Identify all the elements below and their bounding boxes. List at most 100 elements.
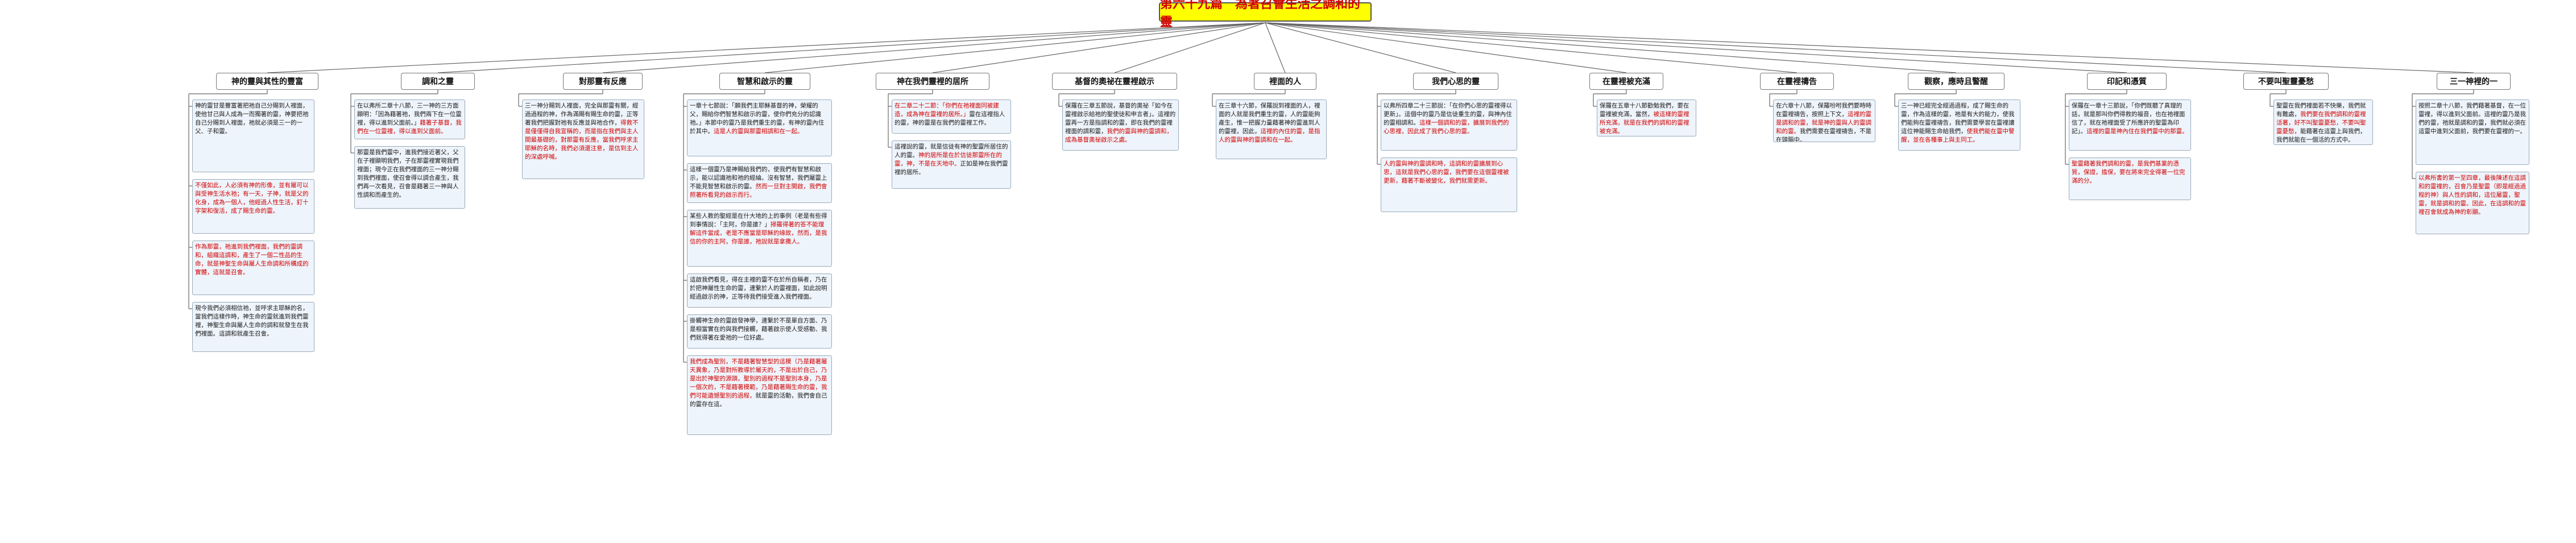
note-box: 保羅在五章十八節勸勉我們，要在靈裡被充滿，當然，被這樣的靈裡所充滿，就是在我們的… [1597, 100, 1696, 136]
note-box: 這裡說的靈，就是信徒有神的聖靈所居住的人的靈。神的居所是在於信徒那靈所在的靈，神… [892, 140, 1011, 189]
note-text: 然而一旦對主開啟，我們會照著所看見的啟示而行。 [690, 183, 827, 198]
note-text: 正如是神在我們靈裡的居所。 [894, 160, 1008, 176]
note-text: 被這樣的靈裡所充滿，就是在我們的調和的靈裡被充滿。 [1600, 111, 1689, 135]
note-box: 某些人教的聖經是在什大地的上的事例（老是有些得到事情說：「主阿，你是誰？」掃羅得… [687, 210, 832, 267]
note-text: 神的靈甘是豐富著把祂自己分賜到人裡面，使他甘己與人成為一而獨著的靈， [195, 102, 309, 118]
note-text: 三一神分賜到人裡面，完全與那靈有關，經過過程的神，作為滿賜有賜生命的靈，正等著我… [525, 102, 639, 126]
note-text: 掛觸神生命的靈啟發神學，連繫於不是單自方面、乃是相當實在的與我們接觸，藉著啟示使… [690, 317, 827, 341]
note-box: 聖靈藉著我們調和的靈，是我們基業的憑質，保證，擔保，要在將來完全得著一位完滿的分… [2069, 157, 2191, 200]
note-text: 在六章十八節，保羅吩咐我們要時時在靈裡禱告，按照上下文， [1776, 102, 1871, 118]
note-box: 作為那靈，祂進到我們裡面，我們的靈調和，組織這調和，產生了一個二性品的生命，就是… [192, 241, 314, 295]
topic-node[interactable]: 對那靈有反應 [563, 73, 643, 90]
note-box: 一章十七節說：「願我們主耶穌基督的神，榮耀的父，賜給你們智慧和啟示的靈，使你們充… [687, 100, 832, 156]
note-box: 在以弗所二章十八節，三一神的三方面顯明：「因為藉著祂，我們兩下在一位靈裡，得以進… [354, 100, 465, 139]
note-box: 那靈是我們靈中，進我們接近著父，父在子裡顯明我們，子在那靈裡實現我們裡面；現今正… [354, 146, 465, 209]
connector-line [1265, 22, 2474, 73]
note-box: 以弗所四章二十三節說：「在你們心思的靈裡得以更新」。這個中的靈乃是信徒重生的靈，… [1381, 100, 1517, 151]
topic-node[interactable]: 神的靈與其性的豐富 [216, 73, 318, 90]
note-text: 一章十七節說：「願我們主耶穌基督的神，榮耀的父，賜給你們智慧和啟示的靈，使你們充… [690, 102, 825, 135]
connector-line [1265, 22, 1627, 73]
note-box: 我們成為聖別，不是藉著智慧型的這模（乃是藉著屬天異象，乃是對所教導於屬天的，不是… [687, 355, 832, 435]
connector-line [437, 22, 1266, 73]
note-text: 我們成為聖別，不是藉著智慧型的這模（乃是藉著屬天異象，乃是對所教導於屬天的，不是… [690, 358, 827, 399]
note-box: 以弗所書的第一至四章，最後陳述在這調和的靈裡的，召會乃是聖靈（即是經過過程的神）… [2416, 172, 2529, 234]
note-box: 在六章十八節，保羅吩咐我們要時時在靈裡禱告，按照上下文，這裡的靈是調和的靈，就是… [1773, 100, 1875, 142]
note-text: 這樣一個靈乃是神賜給我們的，使我們有智慧和啟示，能以認識祂和祂的經綸。沒有智慧，… [690, 166, 827, 190]
note-text: 在三章十六節，保羅說到裡面的人，裡面的人就是我們重生的靈，人的靈能夠產生，惟一把… [1219, 102, 1320, 135]
note-box: 在三章十六節，保羅說到裡面的人，裡面的人就是我們重生的靈，人的靈能夠產生，惟一把… [1216, 100, 1327, 159]
connector-line [1265, 22, 1798, 73]
note-text: 這是人的靈與那靈相調和在一起。 [714, 128, 804, 135]
note-text: 三一神已經完全經過過程，成了賜生命的靈，作為這樣的靈，祂是有大的能力，使我們能夠… [1901, 102, 2015, 135]
connector-line [602, 22, 1266, 73]
note-text: 就是靈的活動，我們會自己的靈存在這。 [690, 392, 827, 408]
note-text: 那靈是我們靈中，進我們接近著父，父在子裡顯明我們，子在那靈裡實現我們裡面；現今正… [357, 149, 459, 198]
topic-node[interactable]: 在靈裡被充滿 [1589, 73, 1663, 90]
connector-line [1265, 22, 2127, 73]
connector-line [1265, 22, 1286, 73]
page-title: 第六十九篇 為著召會生活之調和的靈 [1159, 0, 1372, 30]
connector-line [1265, 22, 1456, 73]
note-text: 現今我們必須相信祂，並呼求主耶穌的名，當我們這樣作時，神生命的靈就進到我們靈裡，… [195, 305, 309, 337]
note-text: 靈在這裡指人的靈，神的靈是在我們的靈裡工作。 [894, 111, 1005, 126]
note-text: 以弗所四章二十三節說：「在你們心思的靈裡得以更新」。這個中的靈乃是信徒重生的靈，… [1384, 102, 1512, 126]
note-text: 保羅在一章十三節說，「你們既聽了真理的話，就是那叫你們得救的福音，也在祂裡面信了… [2072, 102, 2185, 135]
note-text: 我們要在我們調和的靈裡活著，好不叫聖靈憂愁，不要叫聖靈憂愁， [2276, 111, 2366, 135]
topic-node[interactable]: 神在我們靈裡的居所 [876, 73, 989, 90]
connector-line [267, 22, 1266, 73]
note-text: 人的靈與神的靈調和時，這調和的靈擴展到心思，這就是我們心思的靈，我們要在這個靈裡… [1384, 160, 1509, 184]
topic-node[interactable]: 在靈裡禱告 [1760, 73, 1834, 90]
topic-node[interactable]: 印記和憑質 [2087, 73, 2167, 90]
note-text: 我們需要在靈裡禱告，不是在頭腦中。 [1776, 128, 1871, 142]
note-box: 三一神已經完全經過過程，成了賜生命的靈，作為這樣的靈，祂是有大的能力，使我們能夠… [1898, 100, 2020, 151]
note-text: 這裡的內住的靈，是指人的靈與神的靈調和在一起。 [1219, 128, 1320, 143]
note-text: 藉著子基督，我們在一位靈裡，得以進到父面前。 [357, 119, 462, 135]
note-box: 不僅如此，人必須有神的形像，並有屬可以與受神生活水祂；有一天，子神，就是父的化身… [192, 179, 314, 234]
note-text: 這裡的靈是神內住在我們靈中的那靈。 [2086, 128, 2188, 135]
topic-node[interactable]: 裡面的人 [1254, 73, 1316, 90]
note-box: 這啟我們看見，得在主裡的靈不在於所自稱者，乃在於把神屬性生命的靈，連繫於人的靈裡… [687, 273, 832, 308]
note-text: 這啟我們看見，得在主裡的靈不在於所自稱者，乃在於把神屬性生命的靈，連繫於人的靈裡… [690, 276, 827, 300]
topic-node[interactable]: 智慧和啟示的靈 [719, 73, 810, 90]
note-box: 聖靈在我們裡面若不快樂，我們就有難處，我們要在我們調和的靈裡活著，好不叫聖靈憂愁… [2273, 100, 2373, 145]
note-text: 我們的靈與神的靈調和，成為基督奧祕啟示之處。 [1065, 128, 1173, 143]
connector-line [1114, 22, 1266, 73]
note-text: 在二章二十二節：「你們在祂裡面同被建造，成為神在靈裡的居所。」 [894, 102, 999, 118]
note-text: 掃羅得著的答不能理解這件當成，老是不應當是耶穌的緣故，然而，是我信的你的主阿，你… [690, 221, 827, 245]
note-text: 保羅在五章十八節勸勉我們，要在靈裡被充滿，當然， [1600, 102, 1689, 118]
topic-node[interactable]: 調和之靈 [401, 73, 475, 90]
connector-line [1265, 22, 1957, 73]
note-text: 某些人教的聖經是在什大地的上的事例（老是有些得到事情說：「主阿，你是誰？」 [690, 213, 827, 228]
note-box: 按照二章十八節，我們藉著基督，在一位靈裡，得以進到父面前。這裡的靈乃是我們的靈，… [2416, 100, 2529, 165]
topic-node[interactable]: 不要叫聖靈憂愁 [2243, 73, 2329, 90]
note-text: 保羅在三章五節說，基督的奧祕「如今在靈裡啟示給祂的聖使徒和申言者」。這裡的靈再一… [1065, 102, 1176, 135]
note-text: 使我們能在靈中警醒，並在各種事上與主同工。 [1901, 128, 2015, 143]
note-box: 掛觸神生命的靈啟發神學，連繫於不是單自方面、乃是相當實在的與我們接觸，藉著啟示使… [687, 314, 832, 349]
note-box: 現今我們必須相信祂，並呼求主耶穌的名，當我們這樣作時，神生命的靈就進到我們靈裡，… [192, 302, 314, 352]
topic-node[interactable]: 觀察，應時且警醒 [1908, 73, 2005, 90]
note-box: 保羅在一章十三節說，「你們既聽了真理的話，就是那叫你們得救的福音，也在祂裡面信了… [2069, 100, 2191, 151]
note-text: 這裡的靈是調和的靈，就是神的靈與人的靈調和的靈。 [1776, 111, 1871, 135]
note-text: 神要把祂自己分賜到人裡面，祂就必須是三一的一父、子和靈。 [195, 111, 309, 135]
connector-line [764, 22, 1266, 73]
note-text: 以弗所書的第一至四章，最後陳述在這調和的靈裡的，召會乃是聖靈（即是經過過程的神）… [2418, 175, 2526, 215]
topic-node[interactable]: 三一神裡的一 [2437, 73, 2511, 90]
connector-line [1265, 22, 2287, 73]
connector-line [932, 22, 1266, 73]
note-box: 人的靈與神的靈調和時，這調和的靈擴展到心思，這就是我們心思的靈，我們要在這個靈裡… [1381, 157, 1517, 212]
note-text: 作為那靈，祂進到我們裡面，我們的靈調和，組織這調和，產生了一個二性品的生命，就是… [195, 243, 309, 276]
note-text: 在以弗所二章十八節，三一神的三方面顯明：「因為藉著祂，我們兩下在一位靈裡，得以進… [357, 102, 462, 126]
note-text: 這樣一個調和的靈，擴展到我們的心思裡，因此成了我們心思的靈。 [1384, 119, 1509, 135]
note-text: 聖靈藉著我們調和的靈，是我們基業的憑質，保證，擔保，要在將來完全得著一位完滿的分… [2072, 160, 2185, 184]
note-box: 這樣一個靈乃是神賜給我們的，使我們有智慧和啟示，能以認識祂和祂的經綸。沒有智慧，… [687, 163, 832, 203]
note-box: 保羅在三章五節說，基督的奧祕「如今在靈裡啟示給祂的聖使徒和申言者」。這裡的靈再一… [1062, 100, 1179, 151]
note-text: 聖靈在我們裡面若不快樂，我們就有難處， [2276, 102, 2366, 118]
note-box: 在二章二十二節：「你們在祂裡面同被建造，成為神在靈裡的居所。」靈在這裡指人的靈，… [892, 100, 1011, 134]
note-text: 這裡說的靈，就是信徒有神的聖靈所居住的人的靈。 [894, 143, 1008, 159]
topic-node[interactable]: 我們心思的靈 [1413, 73, 1498, 90]
note-text: 按照二章十八節，我們藉著基督，在一位靈裡，得以進到父面前。這裡的靈乃是我們的靈，… [2418, 102, 2526, 135]
note-box: 神的靈甘是豐富著把祂自己分賜到人裡面，使他甘己與人成為一而獨著的靈，神要把祂自己… [192, 100, 314, 172]
topic-node[interactable]: 基督的奧祕在靈裡啟示 [1052, 73, 1177, 90]
note-text: 神的居所是在於信徒那靈所在的靈，神，不是在天地中。 [894, 152, 1002, 167]
